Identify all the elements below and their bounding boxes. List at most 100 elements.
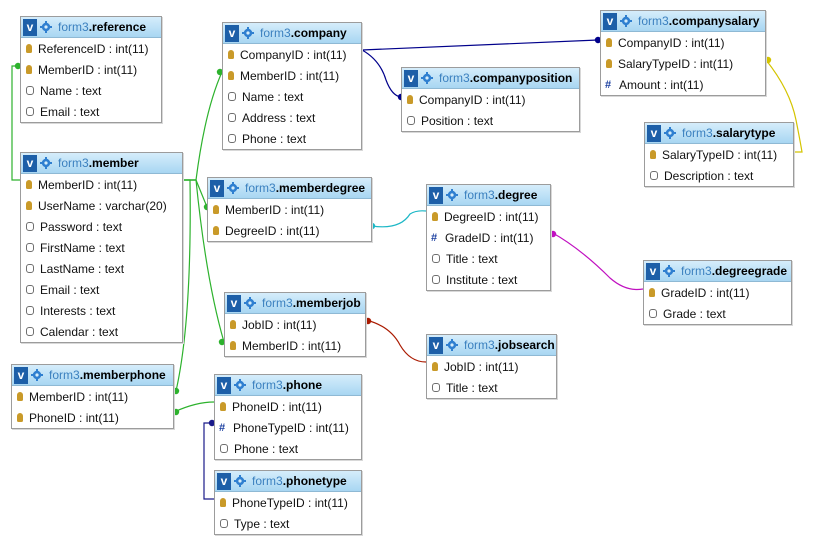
toggle-icon[interactable]: v <box>429 337 443 354</box>
column-row[interactable]: PhoneID : int(11) <box>12 407 173 428</box>
gear-icon[interactable] <box>242 27 254 39</box>
column-row[interactable]: Position : text <box>402 110 579 131</box>
toggle-icon[interactable]: v <box>23 155 37 172</box>
column-row[interactable]: Email : text <box>21 279 182 300</box>
column-row[interactable]: Title : text <box>427 248 550 269</box>
column-row[interactable]: UserName : varchar(20) <box>21 195 182 216</box>
column-row[interactable]: Calendar : text <box>21 321 182 342</box>
column-row[interactable]: FirstName : text <box>21 237 182 258</box>
column-row[interactable]: MemberID : int(11) <box>225 335 365 356</box>
column-row[interactable]: Password : text <box>21 216 182 237</box>
column-row[interactable]: DegreeID : int(11) <box>208 220 371 241</box>
toggle-icon[interactable]: v <box>404 70 418 87</box>
gear-icon[interactable] <box>663 265 675 277</box>
column-row[interactable]: Name : text <box>223 86 361 107</box>
toggle-icon[interactable]: v <box>23 19 37 36</box>
column-row[interactable]: Name : text <box>21 80 161 101</box>
toggle-icon[interactable]: v <box>210 180 224 197</box>
column-row[interactable]: SalaryTypeID : int(11) <box>645 144 793 165</box>
column-row[interactable]: Grade : text <box>644 303 791 324</box>
column-row[interactable]: Title : text <box>427 377 556 398</box>
column-row[interactable]: MemberID : int(11) <box>21 174 182 195</box>
gear-icon[interactable] <box>31 369 43 381</box>
column-row[interactable]: JobID : int(11) <box>225 314 365 335</box>
toggle-icon[interactable]: v <box>14 367 28 384</box>
gear-icon[interactable] <box>40 21 52 33</box>
column-row[interactable]: Institute : text <box>427 269 550 290</box>
gear-icon[interactable] <box>446 189 458 201</box>
column-row[interactable]: Phone : text <box>215 438 361 459</box>
gear-icon[interactable] <box>234 475 246 487</box>
toggle-icon[interactable]: v <box>646 263 660 280</box>
gear-icon[interactable] <box>620 15 632 27</box>
toggle-icon[interactable]: v <box>429 187 443 204</box>
column-row[interactable]: MemberID : int(11) <box>21 59 161 80</box>
gear-icon[interactable] <box>227 182 239 194</box>
column-row[interactable]: PhoneTypeID : int(11) <box>215 492 361 513</box>
column-row[interactable]: ReferenceID : int(11) <box>21 38 161 59</box>
column-row[interactable]: #PhoneTypeID : int(11) <box>215 417 361 438</box>
column-row[interactable]: CompanyID : int(11) <box>223 44 361 65</box>
toggle-icon[interactable]: v <box>227 295 241 312</box>
toggle-icon[interactable]: v <box>217 377 231 394</box>
column-row[interactable]: DegreeID : int(11) <box>427 206 550 227</box>
column-row[interactable]: CompanyID : int(11) <box>402 89 579 110</box>
column-row[interactable]: Email : text <box>21 101 161 122</box>
column-row[interactable]: MemberID : int(11) <box>12 386 173 407</box>
gear-icon[interactable] <box>446 339 458 351</box>
column-row[interactable]: SalaryTypeID : int(11) <box>601 53 765 74</box>
column-row[interactable]: MemberID : int(11) <box>208 199 371 220</box>
column-row[interactable]: MemberID : int(11) <box>223 65 361 86</box>
gear-icon[interactable] <box>244 297 256 309</box>
toggle-icon[interactable]: v <box>217 473 231 490</box>
column-row[interactable]: LastName : text <box>21 258 182 279</box>
toggle-icon[interactable]: v <box>603 13 617 30</box>
column-row[interactable]: #Amount : int(11) <box>601 74 765 95</box>
toggle-icon[interactable]: v <box>225 25 239 42</box>
column-row[interactable]: Description : text <box>645 165 793 186</box>
column-row[interactable]: #GradeID : int(11) <box>427 227 550 248</box>
gear-icon[interactable] <box>421 72 433 84</box>
column-row[interactable]: Address : text <box>223 107 361 128</box>
gear-icon[interactable] <box>234 379 246 391</box>
column-row[interactable]: Interests : text <box>21 300 182 321</box>
toggle-icon[interactable]: v <box>647 125 661 142</box>
column-row[interactable]: Type : text <box>215 513 361 534</box>
column-row[interactable]: CompanyID : int(11) <box>601 32 765 53</box>
gear-icon[interactable] <box>40 157 52 169</box>
column-row[interactable]: JobID : int(11) <box>427 356 556 377</box>
column-row[interactable]: PhoneID : int(11) <box>215 396 361 417</box>
column-row[interactable]: GradeID : int(11) <box>644 282 791 303</box>
column-row[interactable]: Phone : text <box>223 128 361 149</box>
gear-icon[interactable] <box>664 127 676 139</box>
